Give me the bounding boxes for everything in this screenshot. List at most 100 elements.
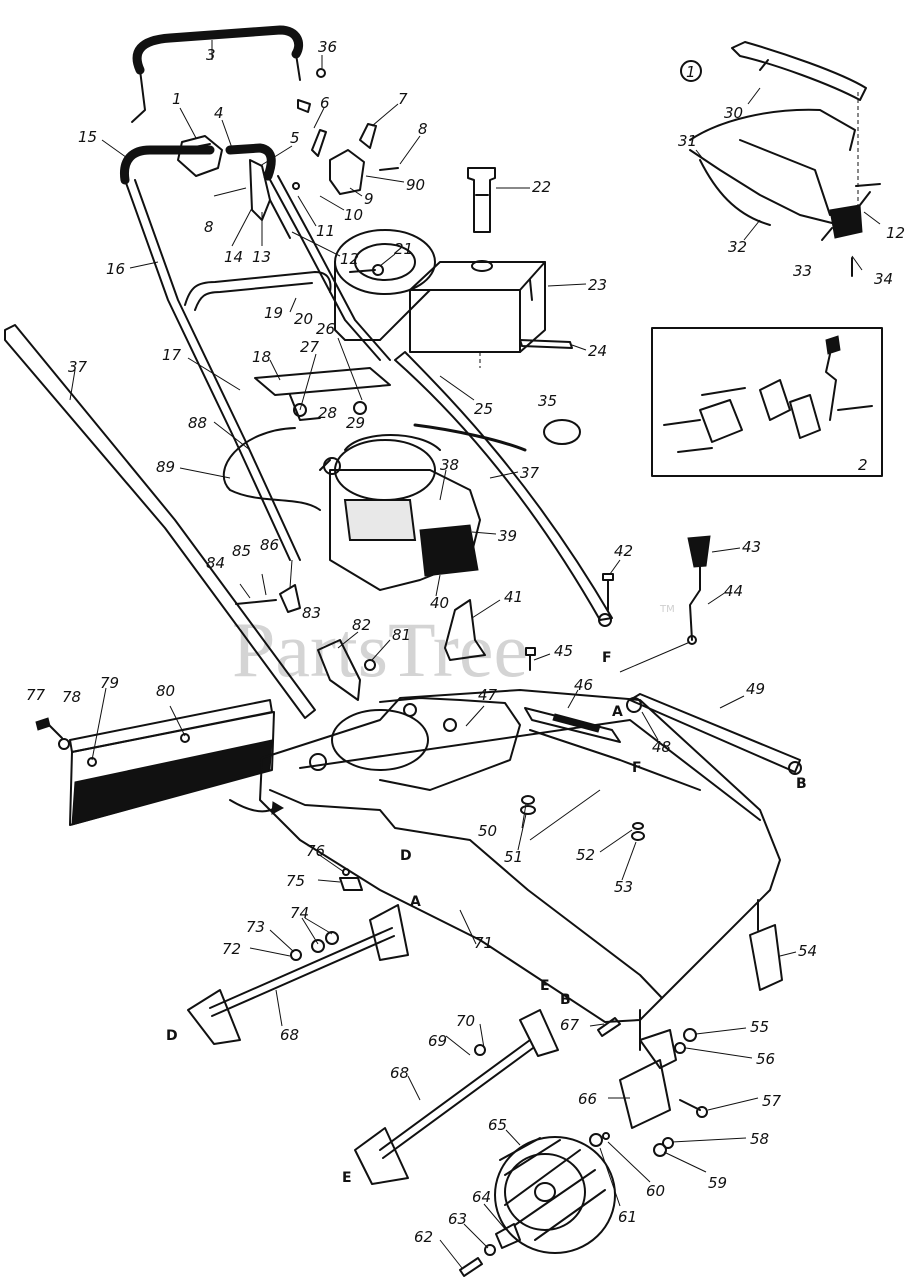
callout: 2	[858, 456, 868, 474]
callout: 29	[346, 414, 365, 432]
callout: 28	[318, 404, 337, 422]
inset-1-label: 1	[686, 63, 696, 81]
callout: 3	[206, 46, 216, 64]
cable-35	[543, 419, 581, 445]
mower-deck	[259, 689, 781, 1023]
callout: 47	[478, 686, 498, 704]
callout: 52	[576, 846, 595, 864]
callout: 36	[318, 38, 337, 56]
callout: 42	[614, 542, 633, 560]
rear-wheel	[494, 1136, 616, 1254]
callout: 70	[456, 1012, 475, 1030]
callout: 27	[300, 338, 320, 356]
callout: 66	[578, 1090, 597, 1108]
callout: 51	[504, 848, 523, 866]
callout: 34	[874, 270, 893, 288]
callout: 83	[302, 604, 321, 622]
cable-37-upper	[413, 423, 527, 452]
ref-letter: A	[612, 704, 623, 720]
callout: 12	[340, 250, 359, 268]
callout: 19	[264, 304, 283, 322]
ref-letter: D	[166, 1028, 178, 1044]
nut-50-51	[520, 795, 536, 815]
callout: 59	[708, 1174, 727, 1192]
callout: 50	[478, 822, 497, 840]
callout: 40	[430, 594, 449, 612]
throttle-lever	[249, 159, 291, 239]
ref-letter: E	[342, 1170, 352, 1186]
callout: 68	[390, 1064, 409, 1082]
callout: 45	[554, 642, 573, 660]
callout: 9	[364, 190, 374, 208]
callout: 26	[316, 320, 335, 338]
callout: 46	[574, 676, 593, 694]
lower-handle-left	[4, 324, 316, 719]
callout: 58	[750, 1130, 769, 1148]
engine	[319, 229, 481, 591]
watermark: PartsTree	[232, 606, 528, 693]
callout: 62	[414, 1228, 433, 1246]
callout: 49	[746, 680, 765, 698]
inset-1-handle-grip	[680, 41, 881, 277]
callout-labels: 36 3 1 4 6 7 8 15 5 90 9 10 8 11 14 13 1…	[26, 38, 905, 1246]
ref-letter: D	[400, 848, 412, 864]
callout: 16	[106, 260, 125, 278]
lower-handle-bar	[184, 271, 332, 311]
ref-letter: E	[540, 978, 550, 994]
callout: 82	[352, 616, 371, 634]
deflector-bolt-77	[35, 717, 70, 750]
callout: 56	[756, 1050, 775, 1068]
throttle-cable	[222, 427, 321, 511]
upper-handle-grip	[131, 25, 304, 123]
callout: 37	[68, 358, 88, 376]
ref-letter: B	[560, 992, 571, 1008]
callout: 30	[724, 104, 743, 122]
callout: 8	[204, 218, 214, 236]
callout: 18	[252, 348, 271, 366]
fuel-tank	[409, 260, 546, 353]
leader-lines	[69, 40, 881, 1269]
callout: 86	[260, 536, 279, 554]
callout: 24	[588, 342, 607, 360]
callout: 84	[206, 554, 225, 572]
callout: 31	[678, 132, 697, 150]
callout: 13	[252, 248, 271, 266]
callout: 41	[504, 588, 523, 606]
callout: 10	[344, 206, 363, 224]
callout: 4	[214, 104, 224, 122]
fuel-cap	[467, 167, 496, 233]
handle-bolt-21	[349, 264, 384, 276]
nut-52-53	[631, 822, 645, 841]
bracket-54	[749, 899, 783, 991]
handle-bracket-18	[254, 367, 391, 421]
handle-control-bracket	[177, 135, 223, 177]
callout: 68	[280, 1026, 299, 1044]
rear-axle	[354, 1009, 559, 1185]
rotation-arrowhead	[271, 801, 285, 815]
tank-strap-24	[519, 339, 573, 349]
bolt-75-76	[339, 868, 363, 891]
deflector-shield	[69, 699, 275, 826]
callout: 57	[762, 1092, 782, 1110]
callout: 22	[532, 178, 551, 196]
callout: 11	[316, 222, 335, 240]
callout: 77	[26, 686, 46, 704]
callout: 53	[614, 878, 633, 896]
callout: 43	[742, 538, 761, 556]
callout: 6	[320, 94, 330, 112]
callout: 79	[100, 674, 119, 692]
callout: 90	[406, 176, 425, 194]
bolt-42	[602, 573, 614, 611]
height-plate-46	[524, 707, 621, 743]
callout: 71	[474, 934, 493, 952]
bracket-41	[444, 599, 486, 661]
callout: 67	[560, 1016, 580, 1034]
callout: 85	[232, 542, 251, 560]
callout: 81	[392, 626, 411, 644]
callout: 8	[418, 120, 428, 138]
ref-letter: A	[410, 894, 421, 910]
height-link-49	[626, 693, 802, 775]
callout: 55	[750, 1018, 769, 1036]
callout: 12	[886, 224, 905, 242]
